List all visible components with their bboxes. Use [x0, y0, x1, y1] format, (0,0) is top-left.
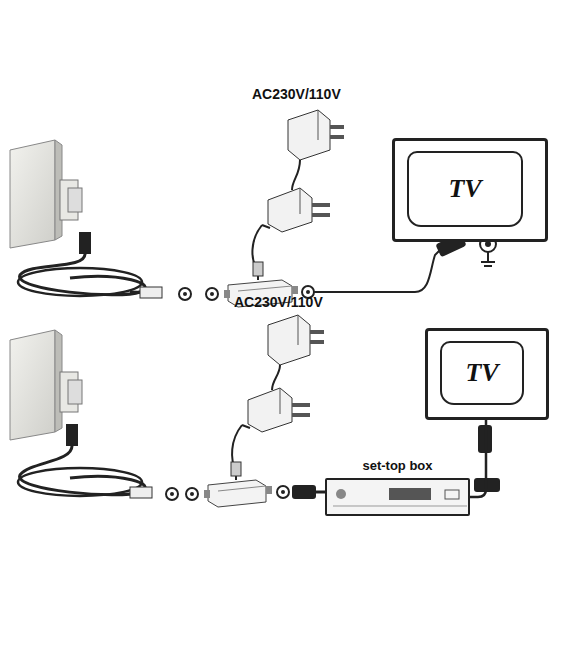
tv-label: TV [448, 174, 481, 204]
device-label: set-top box [327, 458, 468, 473]
set-top-box: set-top box [325, 478, 470, 516]
power-adapter-bottom [231, 315, 324, 480]
tv-screen: TV [407, 151, 523, 227]
tv-screen: TV [440, 341, 524, 405]
amplifier-bottom [186, 480, 326, 507]
power-label: AC230V/110V [252, 86, 341, 102]
antenna-top [10, 140, 191, 300]
tv-set: TV [425, 328, 549, 420]
power-label: AC230V/110V [234, 294, 323, 310]
antenna-bottom [10, 330, 178, 500]
tv-label: TV [465, 358, 498, 388]
power-adapter-top [252, 110, 344, 280]
tv-set: TV [392, 138, 548, 242]
coax-cable [470, 420, 486, 497]
panel-details [327, 480, 468, 514]
